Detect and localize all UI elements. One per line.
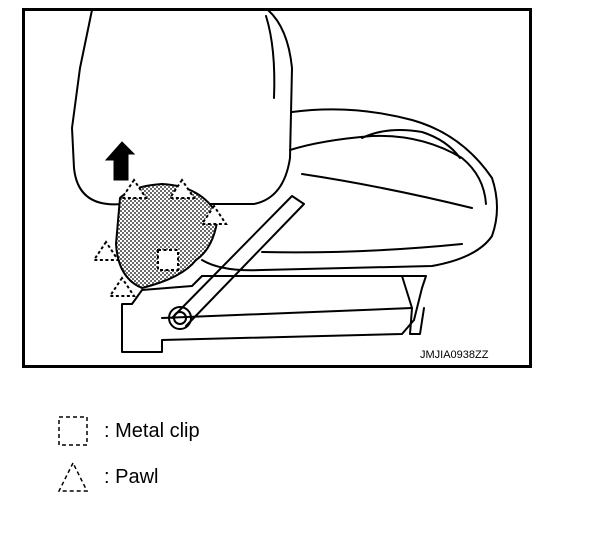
legend-metal-clip-label: : Metal clip bbox=[104, 419, 200, 442]
cushion-bolster bbox=[361, 129, 461, 159]
seat-side-finisher bbox=[114, 182, 220, 290]
legend-pawl: : Pawl bbox=[56, 460, 158, 494]
legend-pawl-label: : Pawl bbox=[104, 465, 159, 488]
seat-cushion-outline bbox=[201, 108, 498, 272]
seatback-outline bbox=[71, 9, 293, 206]
cushion-front-seam bbox=[289, 134, 487, 205]
lever-pivot-inner bbox=[173, 311, 187, 325]
pawl-marker bbox=[200, 204, 228, 225]
cushion-stitch bbox=[301, 173, 473, 209]
pawl-marker bbox=[120, 178, 148, 199]
pawl-marker bbox=[168, 178, 196, 199]
removal-arrow-icon bbox=[104, 141, 136, 181]
rail-bracket bbox=[401, 275, 425, 335]
pawl-marker bbox=[108, 276, 136, 297]
seat-rail bbox=[121, 275, 427, 353]
seat-diagram: JMJIA0938ZZ bbox=[22, 8, 532, 368]
lever-pivot bbox=[168, 306, 192, 330]
seatback-seam bbox=[265, 15, 276, 99]
figure-frame bbox=[22, 8, 532, 368]
figure-reference-code: JMJIA0938ZZ bbox=[420, 349, 489, 361]
recline-lever bbox=[171, 195, 305, 327]
metal-clip-marker bbox=[157, 249, 179, 271]
dashed-triangle-icon bbox=[57, 461, 89, 492]
legend-metal-clip: : Metal clip bbox=[56, 414, 200, 448]
rail-inner-line bbox=[161, 307, 413, 319]
cushion-lower-edge bbox=[261, 243, 463, 254]
dashed-square-icon bbox=[58, 416, 88, 446]
pawl-marker bbox=[92, 240, 120, 261]
